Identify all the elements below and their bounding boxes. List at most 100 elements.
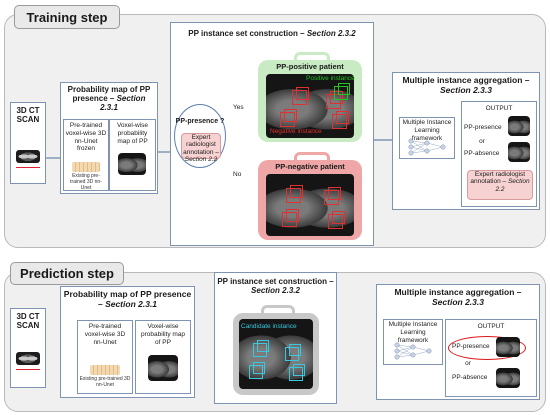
output-presence-image (508, 116, 530, 136)
aggregation-box: Multiple instance aggregation – Section … (392, 72, 540, 210)
positive-handle (294, 52, 330, 65)
pretrained-unet-label: Pre-trained voxel-wise 3D nn-Unet frozen (65, 122, 107, 153)
output-or: or (479, 138, 485, 145)
output-presence-highlight (448, 336, 526, 360)
pp-positive-patient-title: PP-positive patient (276, 62, 344, 71)
instance-set-title: PP instance set construction – Section 2… (171, 29, 373, 38)
mil-framework-box: Multiple Instance Learning framework (399, 117, 455, 159)
negative-instance-label: Negative instance (270, 128, 322, 135)
negative-instance-cube (326, 91, 343, 109)
output-label: OUTPUT (477, 323, 505, 330)
ct-slice-image (16, 352, 40, 365)
prob-map-section: Section 2.3.1 (100, 94, 146, 113)
candidate-instance-cube (289, 364, 305, 381)
output-expert-text: Expert radiologist annotation – (470, 171, 526, 186)
output-box: OUTPUT PP-presence or PP-absence (445, 319, 537, 397)
candidate-instance-label: Candidate instance (241, 323, 297, 330)
output-pp-presence: PP-presence (464, 124, 502, 131)
prob-map-title-text: Probability map of PP presence – (67, 85, 151, 104)
prob-map-title: Probability map of PP presence – Section… (63, 85, 155, 113)
mil-framework-label: Multiple Instance Learning framework (402, 119, 452, 142)
voxelwise-map-box: Voxel-wise probability map of PP (135, 320, 191, 394)
pp-negative-patient-card: PP-negative patient (258, 152, 362, 240)
instance-set-section: Section 2.3.2 (306, 29, 356, 38)
aggregation-title: Multiple instance aggregation – Section … (377, 287, 539, 308)
voxelwise-map-label: Voxel-wise probability map of PP (140, 323, 186, 346)
candidate-patient-card: Candidate instance (233, 305, 319, 395)
voxelwise-map-box: Voxel-wise probability map of PP (109, 119, 156, 191)
positive-lungs-image (266, 74, 354, 138)
output-absence-image (496, 368, 520, 388)
voxelwise-map-label: Voxel-wise probability map of PP (116, 122, 149, 145)
output-expert-section: Section 2.2 (495, 178, 530, 193)
mil-framework-box: Multiple Instance Learning framework (383, 319, 443, 365)
ct-scan-title: 3D CT SCAN (16, 312, 40, 331)
yes-label: Yes (233, 104, 244, 111)
negative-instance-cube (324, 187, 341, 205)
negative-handle (294, 152, 330, 165)
pp-presence-decision: PP-presence ? Expert radiologist annotat… (174, 104, 226, 168)
prob-map-title-text: Probability map of PP presence – (63, 289, 192, 309)
neural-network-icon (394, 342, 432, 360)
negative-lungs-image (266, 174, 354, 236)
pp-positive-patient-card: PP-positive patient Positive instance Ne… (258, 52, 362, 142)
output-expert-annotation: Expert radiologist annotation – Section … (467, 170, 533, 200)
prediction-step-label: Prediction step (10, 262, 124, 285)
expert-annotation-section: Section 2.2 (184, 156, 218, 164)
instance-set-title: PP instance set construction – Section 2… (215, 277, 336, 295)
candidate-instance-cube (253, 340, 269, 357)
output-or: or (465, 360, 471, 367)
training-step-label: Training step (14, 5, 120, 29)
pp-negative-patient-title: PP-negative patient (275, 162, 345, 171)
aggregation-box: Multiple instance aggregation – Section … (376, 284, 540, 400)
voxelwise-map-image (148, 355, 178, 381)
output-presence-image (496, 337, 520, 357)
output-pp-presence: PP-presence (452, 343, 490, 350)
aggregation-title-text: Multiple instance aggregation – (402, 75, 530, 85)
candidate-handle (261, 305, 295, 318)
pp-presence-question: PP-presence ? (175, 118, 225, 125)
mil-framework-label: Multiple Instance Learning framework (388, 321, 438, 344)
unet-thumbnail (90, 365, 120, 375)
negative-instance-cube (328, 211, 345, 229)
pretrained-unet-box: Pre-trained voxel-wise 3D nn-Unet Existi… (77, 320, 133, 394)
expert-annotation-box: Expert radiologist annotation – Section … (181, 133, 221, 163)
output-pp-absence: PP-absence (452, 374, 488, 381)
neural-network-icon (408, 138, 446, 156)
existing-unet-label: Existing pre-trained 3D nn-Unet (79, 376, 131, 388)
existing-unet-label: Existing pre-trained 3D nn-Unet (70, 173, 102, 191)
output-absence-image (508, 142, 530, 162)
instance-set-section: Section 2.3.2 (251, 286, 300, 296)
aggregation-title-text: Multiple instance aggregation – (394, 287, 522, 297)
prob-map-section: Section 2.3.1 (105, 298, 158, 309)
prob-map-box: Probability map of PP presence – Section… (60, 286, 195, 398)
ct-slice-baseline (16, 167, 40, 168)
output-box: OUTPUT PP-presence or PP-absence Expert … (461, 101, 537, 207)
aggregation-section: Section 2.3.3 (432, 296, 484, 307)
ct-scan-title: 3D CT SCAN (16, 106, 40, 125)
negative-instance-cube (286, 185, 303, 203)
prob-map-box: Probability map of PP presence – Section… (60, 82, 158, 194)
prob-map-title: Probability map of PP presence – Section… (63, 289, 192, 310)
voxelwise-map-image (118, 153, 146, 175)
expert-annotation-text: Expert radiologist annotation – (183, 134, 219, 156)
instance-set-title-text: PP instance set construction – (217, 277, 334, 286)
ct-scan-box: 3D CT SCAN (10, 102, 46, 184)
negative-instance-cube (280, 109, 297, 127)
ct-scan-box: 3D CT SCAN (10, 308, 46, 388)
aggregation-section: Section 2.3.3 (440, 84, 492, 95)
candidate-instance-cube (285, 344, 301, 361)
ct-slice-image (16, 150, 40, 163)
aggregation-title: Multiple instance aggregation – Section … (393, 75, 539, 96)
candidate-instance-cube (249, 362, 265, 379)
instance-set-box: PP instance set construction – Section 2… (214, 272, 337, 404)
output-pp-absence: PP-absence (464, 150, 500, 157)
pretrained-unet-label: Pre-trained voxel-wise 3D nn-Unet (84, 323, 126, 346)
positive-instance-label: Positive instance (306, 75, 355, 82)
instance-set-title-text: PP instance set construction – (188, 29, 305, 38)
negative-instance-cube (292, 87, 309, 105)
positive-instance-cube (334, 83, 350, 100)
ct-slice-baseline (16, 369, 40, 370)
negative-instance-cube (332, 111, 349, 129)
no-label: No (233, 171, 242, 178)
